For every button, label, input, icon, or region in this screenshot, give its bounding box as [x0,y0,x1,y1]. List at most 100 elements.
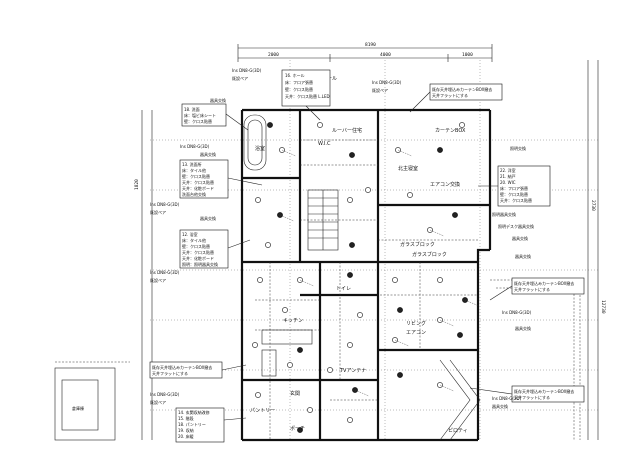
svg-text:既存天井埋込みカーテンBOX撤去: 既存天井埋込みカーテンBOX撤去 [152,364,212,370]
svg-text:天井：化粧ボード: 天井：化粧ボード [182,255,214,261]
light-fixture-icon [257,277,263,283]
dim-top-left: 2000 [268,52,279,58]
svg-text:14. 玄関収納改修: 14. 玄関収納改修 [178,409,210,415]
inner-partitions [255,139,478,440]
room-north-bedroom: 北主寝室 [398,165,418,172]
svg-text:Ins DN8-G(3D): Ins DN8-G(3D) [150,270,180,275]
svg-text:壁：クロス貼替: 壁：クロス貼替 [182,173,210,179]
svg-text:天井フラットにする: 天井フラットにする [432,92,468,98]
room-balcony: ピロティ [448,428,468,434]
svg-text:床：タイル他: 床：タイル他 [182,237,206,243]
callout-washroom-small: 18. 洗面 床：塩ビ床シート 壁：クロス貼替 [181,103,227,127]
room-bath: 浴室 [255,145,265,152]
svg-text:天井：クロス貼替 L.LED: 天井：クロス貼替 L.LED [285,93,330,99]
light-fixture-icon [347,417,353,423]
wiring-line [299,279,315,287]
svg-text:既設ペア: 既設ペア [150,277,166,283]
light-fixture-icon [347,197,353,203]
fixture-notes: 既設ペア 既設ペア 器具交換 器具交換 照明交換 既設ペア 器具交換 既設ペア … [150,75,534,409]
room-glass-block2: ガラスブロック [412,251,447,258]
svg-text:照明デスク器具交換: 照明デスク器具交換 [498,223,534,229]
callout-hall: 16. ホール 床：フロア張替 壁：クロス貼替 天井：クロス貼替 L.LED [281,69,331,107]
svg-text:15. 階段: 15. 階段 [178,415,194,421]
svg-text:床：塩ビ床シート: 床：塩ビ床シート [184,112,216,118]
dim-top-total: 8190 [365,42,376,48]
dim-top-mid: 4000 [380,52,391,58]
callout-curtain-left: 既存天井埋込みカーテンBOX撤去 天井フラットにする [149,361,223,379]
callout-curtain-top: 既存天井埋込みカーテンBOX撤去 天井フラットにする [429,83,503,101]
light-fixture-icon [437,147,443,153]
light-fixture-icon [265,242,271,248]
svg-text:天井フラットにする: 天井フラットにする [514,394,550,400]
svg-text:Ins DN8-G(3D): Ins DN8-G(3D) [150,392,180,397]
svg-text:既設ペア: 既設ペア [150,399,166,405]
svg-text:照明交換: 照明交換 [510,145,526,151]
light-fixture-icon [267,122,273,128]
callout-curtain-bottom-right: 既存天井埋込みカーテンBOX撤去 天井フラットにする [511,385,585,403]
svg-text:13. 洗面所: 13. 洗面所 [182,161,202,167]
svg-text:器具交換: 器具交換 [492,403,508,409]
room-pantry: パントリー [250,408,275,414]
svg-text:壁：クロス貼替: 壁：クロス貼替 [500,191,528,197]
room-storage: 倉庫棟 [72,405,84,411]
svg-text:18. 洗面: 18. 洗面 [184,106,200,112]
svg-text:器具交換: 器具交換 [210,97,226,103]
svg-text:22. 洋室: 22. 洋室 [500,167,516,173]
callout-entrance-storage: 14. 玄関収納改修 15. 階段 18. パントリー 19. 収納 20. 床… [175,407,225,443]
svg-text:20. 床暖: 20. 床暖 [178,433,194,439]
svg-text:16. ホール: 16. ホール [285,73,305,78]
room-curtain-box: カーテンBOX [435,128,466,134]
light-fixture-icon [347,272,353,278]
top-dimension-lines: 8190 2000 4000 1000 [237,42,493,62]
svg-text:既存天井埋込みカーテンBOX撤去: 既存天井埋込みカーテンBOX撤去 [514,280,574,286]
svg-text:既設ペア: 既設ペア [150,209,166,215]
svg-text:既存天井埋込みカーテンBOX撤去: 既存天井埋込みカーテンBOX撤去 [432,86,492,92]
svg-text:器具交換: 器具交換 [515,253,531,259]
light-fixture-icon [349,242,355,248]
wiring-line [354,389,370,397]
svg-text:12. 浴室: 12. 浴室 [182,231,198,237]
svg-text:床：フロア張替: 床：フロア張替 [500,185,528,191]
svg-text:天井：クロス貼替: 天井：クロス貼替 [182,249,214,255]
wiring-line [439,384,455,392]
wiring-line [394,339,410,347]
wiring-line [464,299,480,307]
room-aircon: エアコン交換 [430,181,460,188]
light-fixture-icon [297,427,303,433]
light-fixture-icon [255,392,261,398]
room-labels: W.I.C ルーバー住宅 カーテンBOX 北主寝室 エアコン交換 ガラスブロック… [250,76,468,434]
staircase [307,189,339,251]
svg-text:器具交換: 器具交換 [515,325,531,331]
svg-text:床：タイル他: 床：タイル他 [182,167,206,173]
svg-text:18. パントリー: 18. パントリー [178,422,206,427]
svg-text:天井：クロス貼替: 天井：クロス貼替 [500,197,532,203]
room-porch: ポーチ [290,425,305,432]
light-fixture-icon [347,342,353,348]
svg-text:壁：クロス貼替: 壁：クロス貼替 [184,118,212,124]
light-fixture-icon [327,367,333,373]
room-dining-air: エアコン [406,330,426,336]
dim-right-a: 2730 [590,200,596,211]
callout-curtain-right: 既存天井埋込みカーテンBOX撤去 天井フラットにする [511,277,585,295]
svg-text:Ins DN8-G(3D): Ins DN8-G(3D) [232,68,262,73]
wiring-line [281,149,297,157]
right-dimension-lines: 2730 12730 [587,60,606,440]
room-living-top: ルーバー住宅 [332,127,362,134]
light-fixture-icon [365,187,371,193]
leader-lines [221,91,513,421]
room-glass-block: ガラスブロック [400,241,435,248]
room-entrance: 玄関 [290,390,300,397]
svg-text:Ins DN8-G(3D): Ins DN8-G(3D) [372,80,402,85]
svg-text:壁：クロス貼替: 壁：クロス貼替 [285,86,313,92]
light-fixture-icon [452,212,458,218]
light-fixture-icon [307,407,313,413]
light-fixture-icon [407,192,413,198]
wiring-line [397,149,413,157]
outdoor-fence [490,279,581,440]
svg-text:天井フラットにする: 天井フラットにする [152,370,188,376]
light-fixture-icon [255,197,261,203]
light-fixture-icon [317,122,323,128]
kitchen-counter [261,329,313,377]
wiring-line [439,319,455,327]
